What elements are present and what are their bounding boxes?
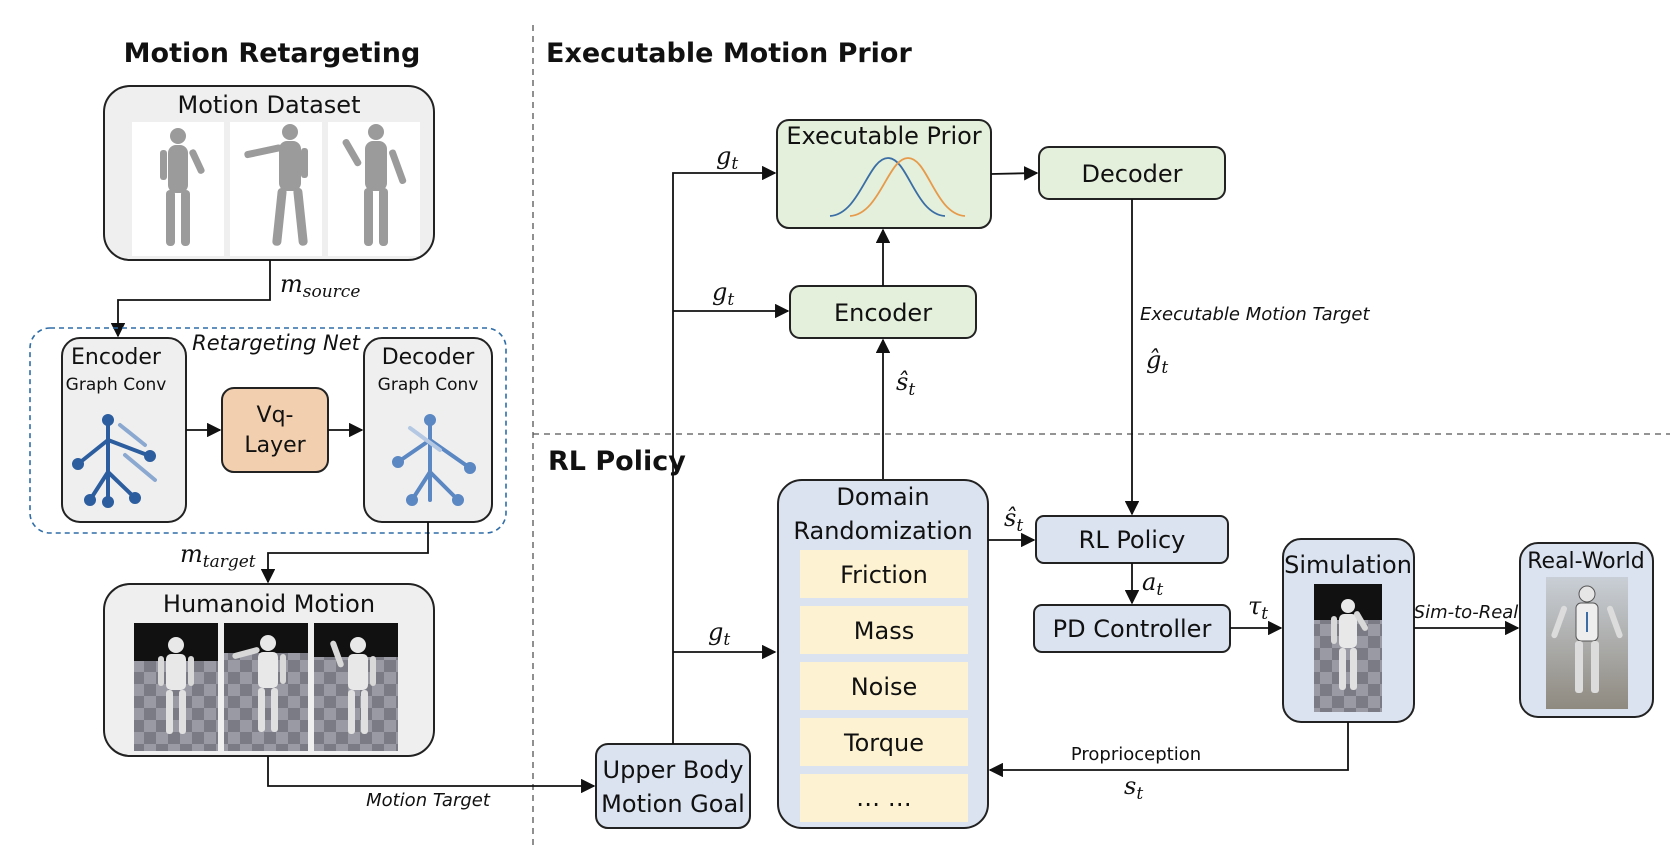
dr-item-friction: Friction bbox=[840, 561, 928, 589]
simulation-box: Simulation bbox=[1282, 538, 1415, 723]
vq-layer-line2: Layer bbox=[244, 433, 306, 458]
gaussian-curve-blue bbox=[829, 157, 946, 217]
label-sim-to-real: Sim-to-Real bbox=[1414, 602, 1519, 623]
label-executable-motion-target: Executable Motion Target bbox=[1140, 304, 1370, 325]
edge-humanoid-to-goal bbox=[267, 756, 596, 794]
section-title-motion-retargeting: Motion Retargeting bbox=[124, 38, 421, 69]
rl-policy-title: RL Policy bbox=[1079, 526, 1186, 554]
label-m-source: msource bbox=[280, 270, 360, 302]
dr-item-ellipsis: … … bbox=[856, 784, 912, 812]
label-s-hat-up: ŝt bbox=[896, 368, 915, 400]
motion-dataset-box: Motion Dataset bbox=[103, 85, 435, 261]
skeleton-graph-icon bbox=[392, 414, 476, 506]
humanoid-robot-image bbox=[134, 623, 218, 751]
vq-layer-line1: Vq- bbox=[257, 403, 294, 428]
section-title-executable-motion-prior: Executable Motion Prior bbox=[546, 38, 912, 69]
rl-policy-box: RL Policy bbox=[1035, 515, 1229, 564]
retarget-decoder-subtitle: Graph Conv bbox=[378, 375, 479, 395]
dr-item-noise: Noise bbox=[851, 673, 918, 701]
humanoid-motion-box: Humanoid Motion bbox=[103, 583, 435, 757]
label-g-t-mid: gt bbox=[712, 278, 734, 310]
human-mesh-figure-icon bbox=[342, 124, 407, 246]
label-g-hat: ĝt bbox=[1146, 346, 1168, 378]
retarget-decoder-box: Decoder Graph Conv bbox=[363, 337, 493, 523]
label-s-hat-right: ŝt bbox=[1004, 504, 1023, 536]
gaussian-curve-orange bbox=[849, 157, 966, 217]
human-mesh-figure-icon bbox=[160, 128, 205, 246]
edge-sim-to-domain bbox=[988, 722, 1349, 778]
real-world-box: Real-World bbox=[1519, 542, 1654, 718]
skeleton-graph-icon bbox=[72, 414, 157, 508]
domain-randomization-line1: Domain bbox=[836, 483, 929, 511]
humanoid-robot-image bbox=[314, 623, 398, 751]
prior-decoder-box: Decoder bbox=[1038, 146, 1226, 200]
label-g-t-top: gt bbox=[716, 142, 738, 174]
retarget-encoder-box: Encoder Graph Conv bbox=[61, 337, 187, 523]
domain-randomization-box: Domain Randomization Friction Mass Noise… bbox=[777, 479, 989, 829]
pd-controller-box: PD Controller bbox=[1033, 604, 1231, 653]
label-g-t-bottom: gt bbox=[708, 618, 730, 650]
prior-decoder-title: Decoder bbox=[1082, 160, 1183, 188]
pd-controller-title: PD Controller bbox=[1053, 615, 1212, 643]
label-motion-target: Motion Target bbox=[366, 790, 491, 811]
label-tau-t: τt bbox=[1248, 592, 1268, 624]
retarget-encoder-subtitle: Graph Conv bbox=[66, 375, 167, 395]
human-mesh-figure-icon bbox=[244, 124, 308, 246]
label-m-target: mtarget bbox=[180, 540, 256, 572]
real-world-title: Real-World bbox=[1527, 549, 1645, 574]
edge-dataset-to-encoder bbox=[110, 260, 271, 338]
retarget-decoder-title: Decoder bbox=[382, 345, 476, 370]
simulation-title: Simulation bbox=[1284, 551, 1412, 579]
edge-goal-to-prior bbox=[672, 165, 777, 744]
label-proprioception: Proprioception bbox=[1071, 744, 1201, 765]
dr-item-mass: Mass bbox=[854, 617, 914, 645]
retargeting-net-label: Retargeting Net bbox=[192, 331, 361, 355]
prior-encoder-box: Encoder bbox=[789, 285, 977, 339]
motion-dataset-title: Motion Dataset bbox=[178, 91, 361, 119]
vq-layer-box: Vq- Layer bbox=[221, 387, 329, 473]
prior-encoder-title: Encoder bbox=[834, 299, 932, 327]
upper-body-line1: Upper Body bbox=[603, 756, 744, 784]
upper-body-motion-goal-box: Upper Body Motion Goal bbox=[595, 743, 751, 829]
edge-prior-to-decoder bbox=[990, 166, 1039, 181]
simulation-robot-image bbox=[1314, 584, 1382, 712]
section-title-rl-policy: RL Policy bbox=[548, 446, 686, 477]
retarget-encoder-title: Encoder bbox=[71, 345, 162, 370]
edge-decoder-to-humanoid bbox=[260, 522, 429, 584]
real-robot-photo bbox=[1546, 577, 1628, 709]
domain-randomization-line2: Randomization bbox=[793, 517, 972, 545]
humanoid-robot-image bbox=[224, 623, 308, 751]
label-s-t: st bbox=[1124, 772, 1143, 804]
humanoid-motion-title: Humanoid Motion bbox=[163, 590, 375, 618]
retargeting-net-box: Retargeting Net bbox=[29, 327, 507, 534]
executable-prior-title: Executable Prior bbox=[786, 122, 981, 150]
upper-body-line2: Motion Goal bbox=[601, 790, 745, 818]
executable-prior-box: Executable Prior bbox=[776, 119, 992, 229]
dr-item-torque: Torque bbox=[843, 729, 924, 757]
label-a-t: at bbox=[1142, 568, 1163, 600]
